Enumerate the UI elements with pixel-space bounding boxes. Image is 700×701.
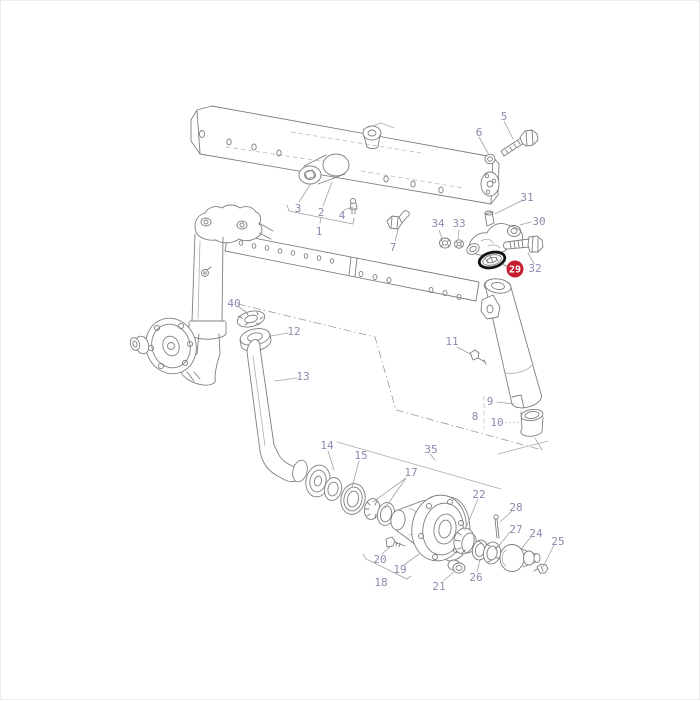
wheel-hub-19 [390, 494, 471, 562]
nut-34 [439, 237, 451, 249]
part-label-1: 1 [316, 225, 323, 238]
part-label-19: 19 [393, 563, 406, 576]
construction-lines [237, 303, 549, 490]
part-label-18: 18 [374, 576, 387, 589]
coupling-disc-14 [305, 464, 343, 501]
right-kingpin-leg [480, 278, 542, 409]
part-label-2: 2 [318, 206, 325, 219]
castle-nut-27 [482, 541, 502, 565]
axle-extension-beam [224, 232, 480, 302]
swivel-housing-13 [246, 339, 308, 483]
clip-25 [533, 563, 549, 574]
bushing-10 [520, 408, 544, 437]
part-label-24: 24 [529, 527, 543, 540]
part-label-12: 12 [287, 325, 300, 338]
part-label-35: 35 [424, 443, 437, 456]
bolt-5 [500, 129, 539, 157]
highlighted-part-number: 29 [509, 265, 521, 276]
part-label-22: 22 [472, 488, 485, 501]
bolt-7 [386, 210, 410, 230]
wheel-stud-20 [385, 536, 406, 548]
left-kingpin-assembly [180, 204, 274, 386]
part-label-27: 27 [509, 523, 522, 536]
part-label-17: 17 [404, 466, 417, 479]
clip-bolt-11 [469, 349, 487, 365]
thrust-washer-29-highlighted [477, 250, 509, 270]
part-label-25: 25 [551, 535, 564, 548]
bearing-cone-17 [363, 498, 396, 526]
part-label-20: 20 [373, 553, 386, 566]
part-label-14: 14 [320, 439, 334, 452]
seal-15 [340, 483, 366, 515]
part-label-11: 11 [445, 335, 458, 348]
grease-fitting-4 [349, 198, 358, 215]
part-label-3: 3 [295, 202, 302, 215]
split-pin-28 [493, 514, 500, 539]
part-labels: 1 2 3 4 5 6 7 8 9 10 11 12 13 14 15 17 1… [227, 110, 564, 593]
part-label-5: 5 [501, 110, 508, 123]
highlighted-part-badge[interactable]: 29 [506, 260, 524, 278]
bearing-22 [453, 527, 477, 555]
part-label-7: 7 [390, 241, 397, 254]
front-axle-beam [190, 105, 500, 205]
bolt-32 [503, 235, 544, 253]
pin-31 [484, 210, 495, 227]
hub-cap-24 [499, 544, 541, 572]
part-label-6: 6 [476, 126, 483, 139]
steering-arm-30 [466, 223, 524, 256]
washer-6 [484, 153, 496, 165]
part-label-26: 26 [469, 571, 482, 584]
drive-flange-hub [129, 317, 197, 375]
part-label-15: 15 [354, 449, 367, 462]
part-label-13: 13 [296, 370, 309, 383]
part-label-32: 32 [528, 262, 541, 275]
part-label-9: 9 [487, 395, 494, 408]
part-label-10: 10 [490, 416, 503, 429]
part-label-28: 28 [509, 501, 522, 514]
leader-lines [237, 120, 555, 582]
part-label-40: 40 [227, 297, 240, 310]
part-label-4: 4 [339, 209, 346, 222]
part-label-34: 34 [431, 217, 445, 230]
nut-21 [447, 559, 466, 574]
part-label-33: 33 [452, 217, 465, 230]
lock-washer-40 [236, 310, 266, 328]
part-label-30: 30 [532, 215, 545, 228]
part-label-8: 8 [472, 410, 479, 423]
part-label-31: 31 [520, 191, 533, 204]
nut-33 [454, 239, 464, 249]
part-label-21: 21 [432, 580, 445, 593]
